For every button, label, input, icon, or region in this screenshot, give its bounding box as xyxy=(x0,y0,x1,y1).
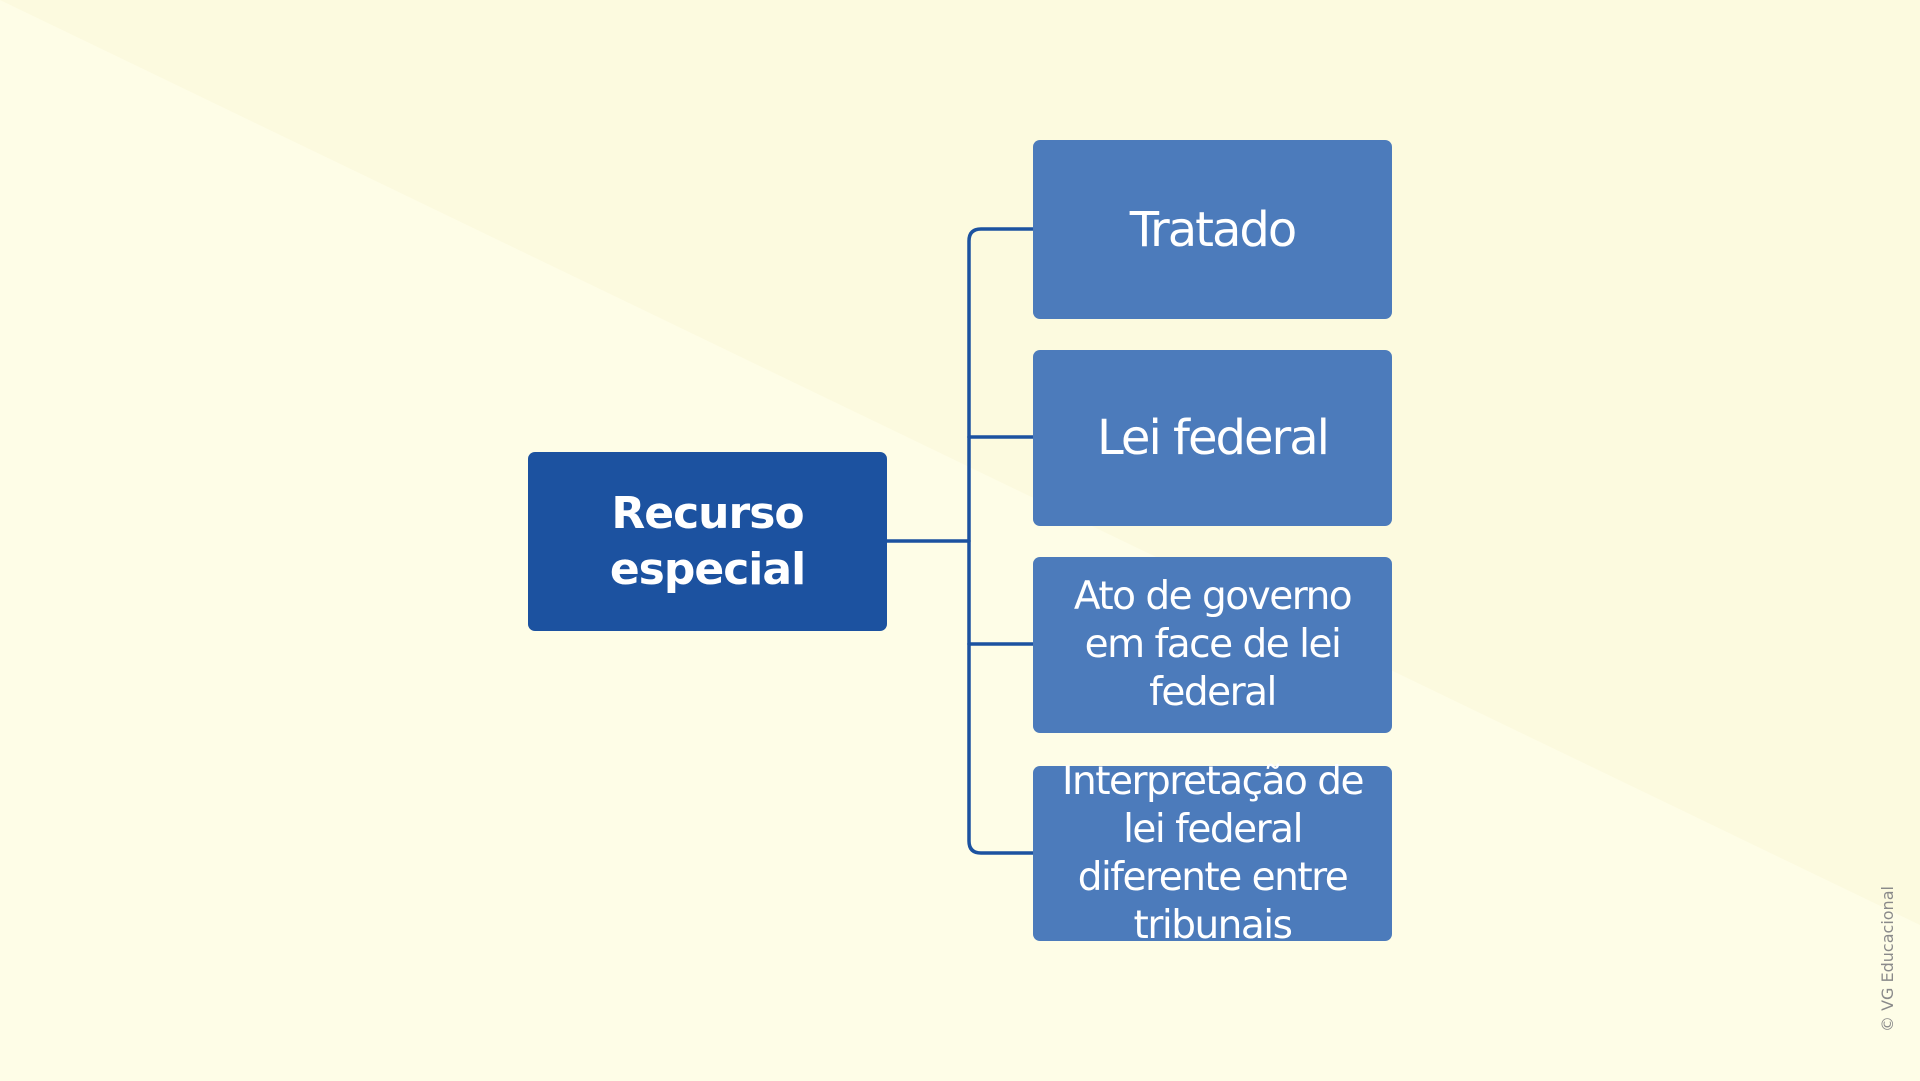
child-node-lei-federal: Lei federal xyxy=(1033,350,1392,526)
child-node-tratado: Tratado xyxy=(1033,140,1392,319)
root-node: Recurso especial xyxy=(528,452,887,631)
child-node-label: Lei federal xyxy=(1097,410,1330,466)
copyright-watermark: © VG Educacional xyxy=(1878,886,1897,1032)
root-node-label: Recurso especial xyxy=(609,487,806,595)
child-node-interpretacao: Interpretação de lei federal diferente e… xyxy=(1033,759,1392,948)
child-node-label: Tratado xyxy=(1129,201,1297,258)
child-node-label: Ato de governo em face de lei federal xyxy=(1073,574,1353,715)
child-node-ato-de-governo: Ato de governo em face de lei federal xyxy=(1033,557,1392,733)
child-node-label: Interpretação de lei federal diferente e… xyxy=(1061,758,1365,948)
trunk-connector xyxy=(967,227,1035,855)
